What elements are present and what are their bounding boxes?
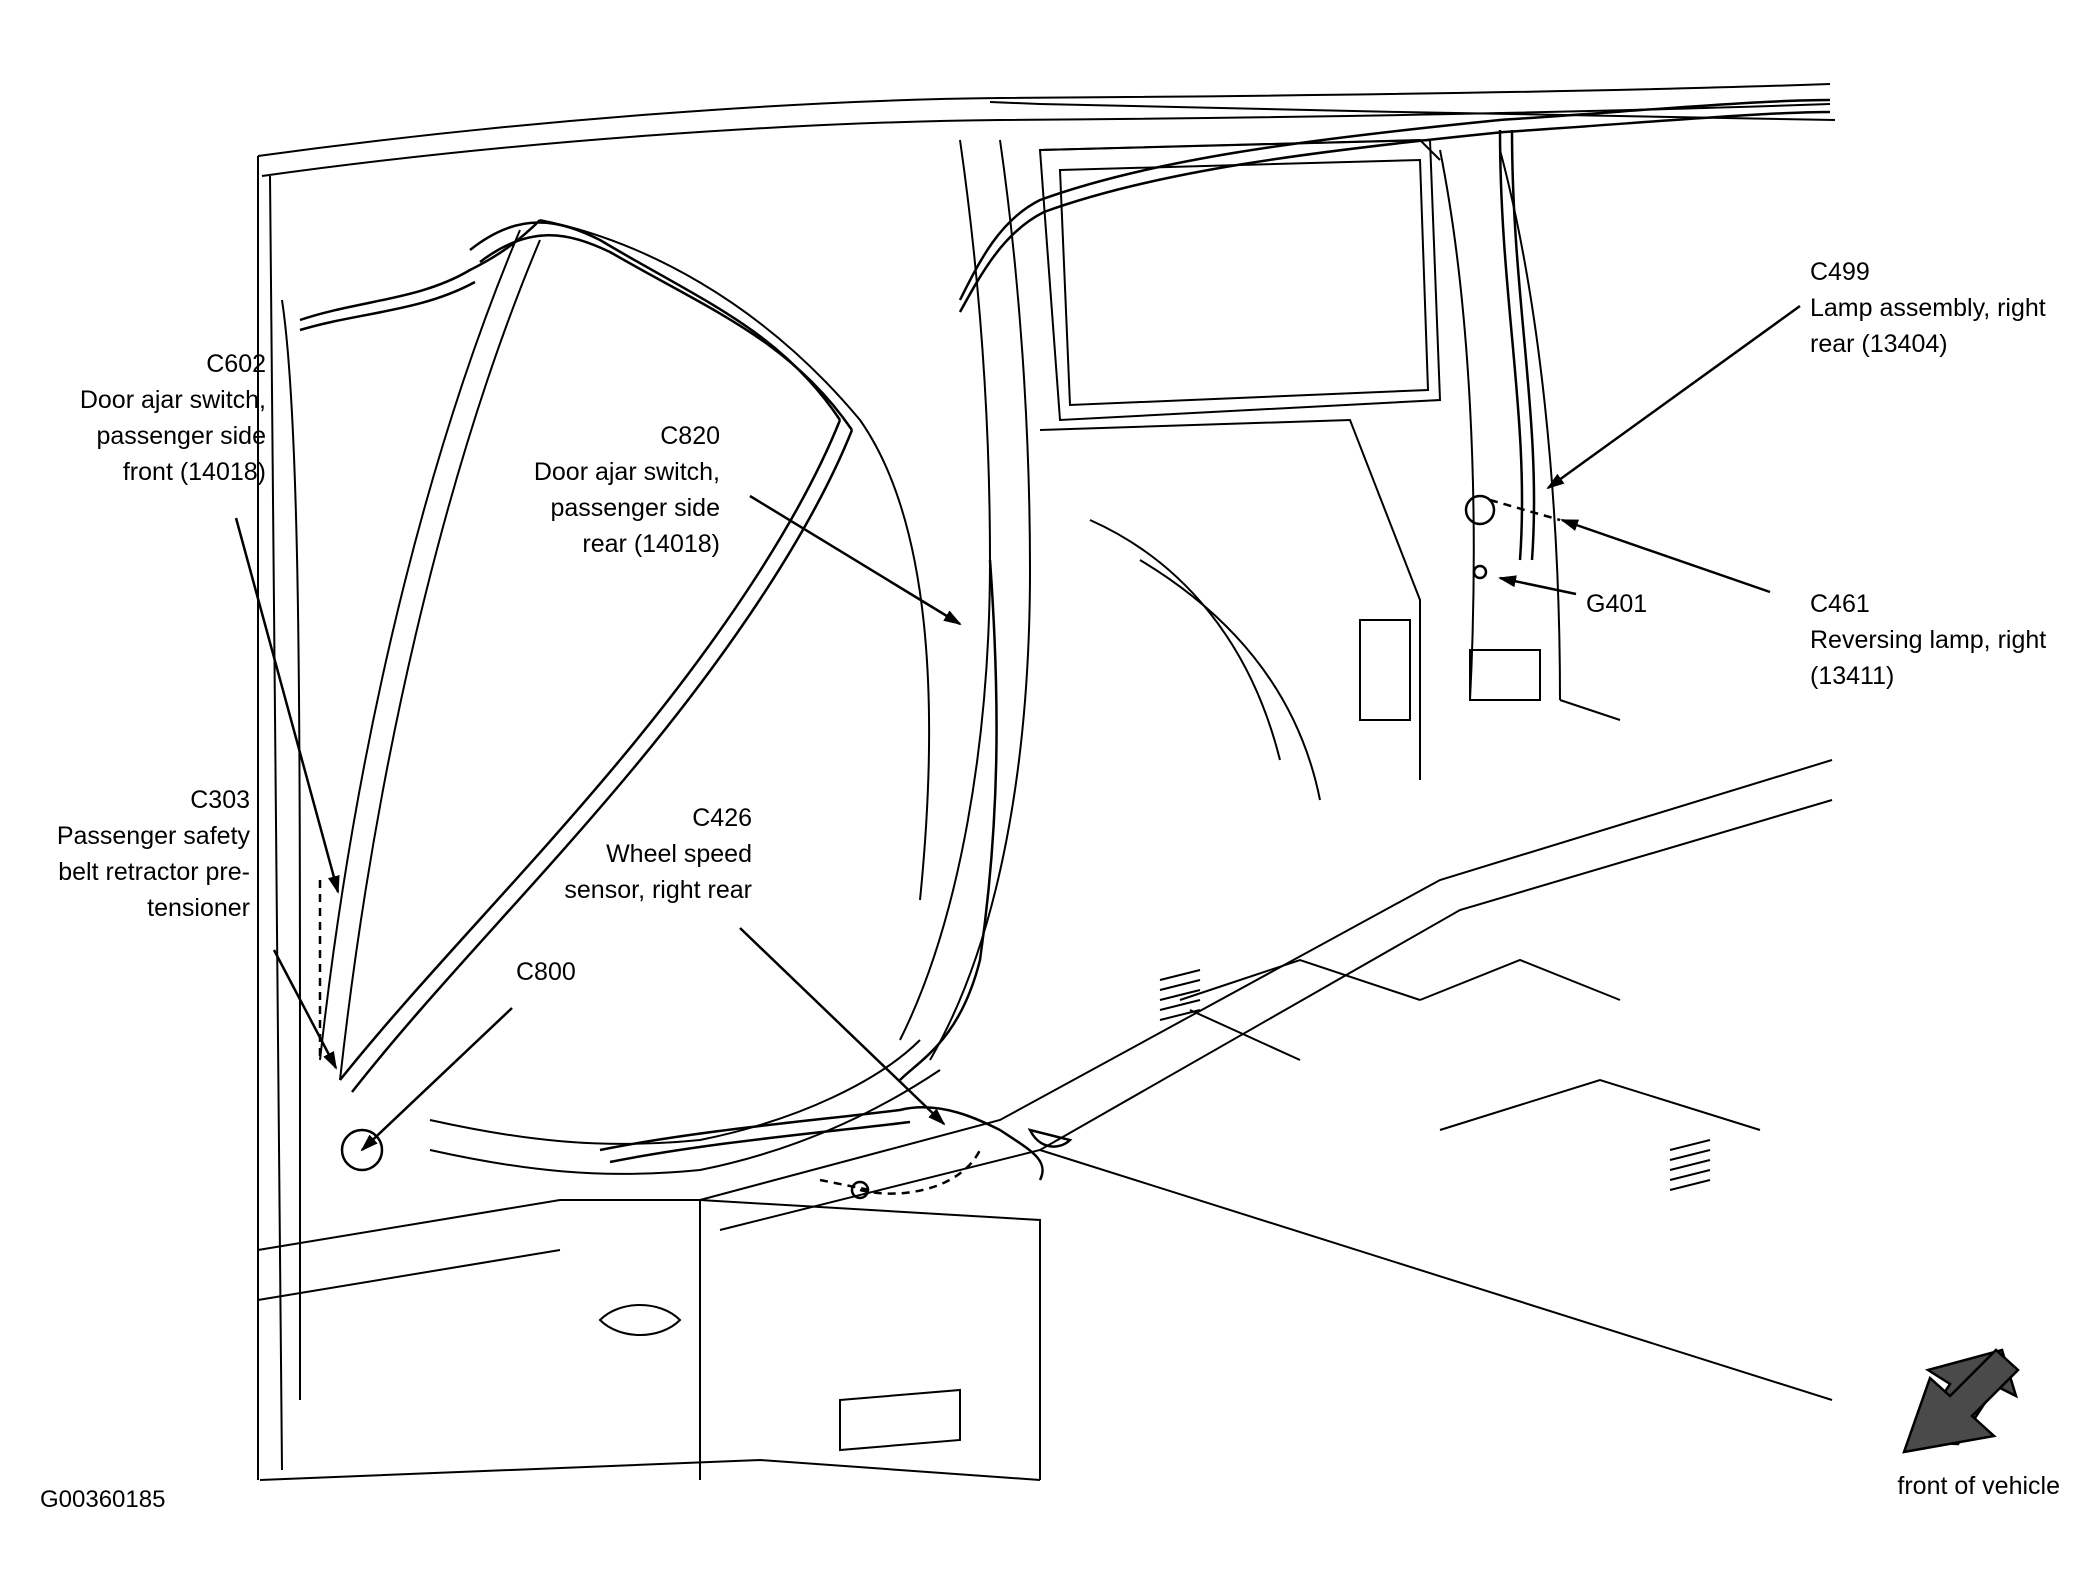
callout-c461-line-1: Reversing lamp, right: [1810, 626, 2047, 654]
callout-c426-line-2: sensor, right rear: [564, 876, 752, 904]
leader-c499: [1546, 304, 1801, 490]
callout-c461: C461 Reversing lamp, right (13411): [1810, 586, 2046, 694]
wiring-harness: [299, 98, 1831, 1200]
callout-c303: C303 Passenger safety belt retractor pre…: [20, 782, 250, 926]
callout-c499-line-1: Lamp assembly, right: [1810, 294, 2046, 322]
callout-c602-line-3: front (14018): [122, 458, 266, 486]
leader-c800: [360, 1007, 513, 1152]
callout-c426-code: C426: [692, 804, 752, 832]
callout-c602-line-1: Door ajar switch,: [79, 386, 266, 414]
floor-vent-left: [1159, 969, 1201, 1021]
callout-c602-line-2: passenger side: [96, 422, 266, 450]
callout-c461-code: C461: [1810, 590, 1870, 618]
callout-c602: C602 Door ajar switch, passenger side fr…: [44, 346, 266, 490]
callout-c820-line-3: rear (14018): [582, 530, 720, 558]
callout-c820-code: C820: [660, 422, 720, 450]
callout-c820: C820 Door ajar switch, passenger side re…: [490, 418, 720, 562]
leader-lines: [234, 304, 1801, 1152]
callout-g401-code: G401: [1586, 590, 1648, 618]
callout-c820-line-2: passenger side: [550, 494, 720, 522]
callout-c602-code: C602: [206, 350, 266, 378]
floor-vent-right: [1669, 1139, 1711, 1191]
vehicle-body-outline: [257, 83, 1836, 1481]
callout-g401: G401: [1586, 586, 1647, 622]
leader-c461: [1560, 518, 1771, 594]
callout-c499: C499 Lamp assembly, right rear (13404): [1810, 254, 2046, 362]
callout-c499-line-2: rear (13404): [1810, 330, 1948, 358]
leader-c303: [272, 949, 338, 1070]
leader-g401: [1498, 575, 1577, 596]
callout-c426-line-1: Wheel speed: [606, 840, 752, 868]
callout-c303-line-3: tensioner: [147, 894, 250, 922]
leader-c820: [749, 494, 962, 626]
leader-c426: [739, 927, 946, 1126]
callout-c800-code: C800: [516, 958, 576, 986]
front-of-vehicle-arrow-icon: [1902, 1348, 2020, 1454]
callout-c461-line-2: (13411): [1810, 662, 1895, 690]
callout-c303-line-1: Passenger safety: [56, 822, 250, 850]
leader-c602: [234, 517, 340, 894]
callout-c303-line-2: belt retractor pre-: [58, 858, 250, 886]
callout-c800: C800: [516, 954, 576, 990]
callout-c303-code: C303: [190, 786, 250, 814]
orientation-label: front of vehicle: [1897, 1472, 2060, 1500]
callout-c426: C426 Wheel speed sensor, right rear: [520, 800, 752, 908]
callout-c499-code: C499: [1810, 258, 1870, 286]
callout-c820-line-1: Door ajar switch,: [533, 458, 720, 486]
figure-id: G00360185: [40, 1486, 166, 1513]
